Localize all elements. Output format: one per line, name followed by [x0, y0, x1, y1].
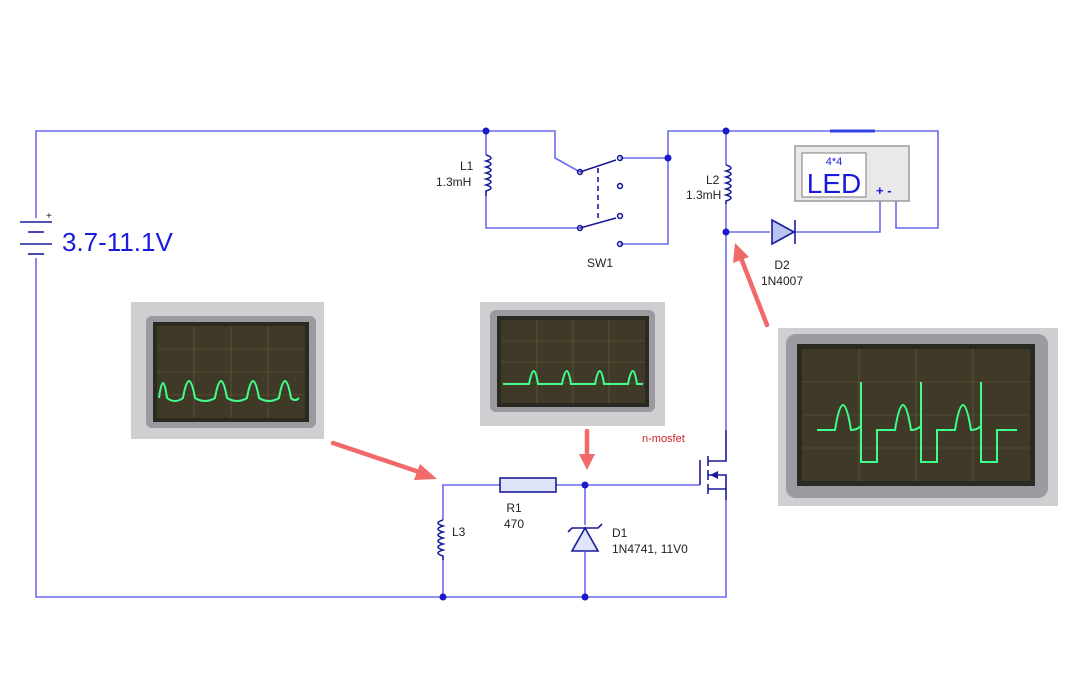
led-module: 4*4 LED + -: [794, 129, 910, 202]
sw1-label: SW1: [587, 256, 613, 270]
inductor-l3: [437, 519, 446, 560]
wire-l3-top: [442, 484, 500, 520]
oscilloscope-middle: [480, 302, 665, 426]
wire-top-left: [35, 130, 581, 218]
l1-value: 1.3mH: [436, 175, 471, 189]
d2-part: 1N4007: [761, 274, 803, 288]
waveform-trace: [503, 370, 643, 385]
arrowhead: [414, 464, 437, 480]
annotation-arrows: [330, 243, 770, 480]
r1-value: 470: [504, 517, 524, 531]
mosfet-symbol: [699, 430, 727, 500]
battery-voltage-label: 3.7-11.1V: [62, 227, 173, 257]
node: [581, 593, 589, 601]
wire-d2-to-led: [796, 200, 881, 233]
arrowhead: [579, 454, 595, 470]
r1-name: R1: [506, 501, 522, 515]
oscilloscope-left: [131, 302, 324, 439]
led-size-label: 4*4: [826, 156, 843, 168]
switch-sw1: [576, 154, 624, 248]
mosfet-label: n-mosfet: [642, 433, 685, 445]
d2-name: D2: [774, 258, 790, 272]
zener-diode-d1: [567, 523, 603, 552]
wire-bottom-rail: [35, 258, 727, 598]
wires: [35, 130, 939, 598]
battery-symbol: +: [20, 211, 52, 255]
l2-name: L2: [706, 173, 720, 187]
node: [482, 127, 490, 135]
junction-nodes: [439, 127, 730, 601]
wire-l1-bottom: [485, 196, 580, 229]
arrow-right-to-drain: [738, 255, 770, 328]
arrowhead: [733, 243, 749, 263]
wire-sw-out-2: [620, 130, 939, 245]
l3-name: L3: [452, 525, 466, 539]
led-text: LED: [807, 168, 861, 199]
battery-plus-sign: +: [46, 211, 52, 222]
node: [722, 228, 730, 236]
l1-name: L1: [460, 159, 474, 173]
oscilloscope-right: [778, 328, 1058, 506]
diode-d2: [771, 218, 796, 246]
arrow-left-to-l3: [330, 440, 428, 477]
waveform-trace: [158, 380, 300, 402]
l2-value: 1.3mH: [686, 188, 721, 202]
node: [664, 154, 672, 162]
resistor-r1: [499, 477, 557, 493]
d1-part: 1N4741, 11V0: [612, 542, 688, 556]
led-terminals-label: + -: [876, 183, 892, 198]
node: [439, 593, 447, 601]
node: [581, 481, 589, 489]
inductor-l2: [723, 164, 732, 204]
inductor-l1: [483, 154, 492, 196]
node: [722, 127, 730, 135]
d1-name: D1: [612, 526, 628, 540]
waveform-trace: [817, 382, 1017, 463]
